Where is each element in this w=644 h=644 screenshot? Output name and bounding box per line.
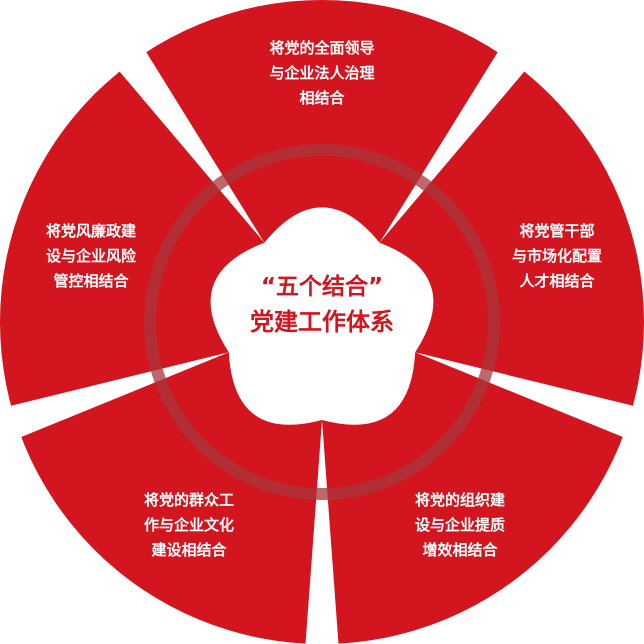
segment-label-right: 将党管干部 与市场化配置 人才相结合 bbox=[511, 222, 602, 290]
center-title: “五个结合” 党建工作体系 bbox=[202, 270, 442, 340]
segment-label-left: 将党风廉政建 设与企业风险 管控相结合 bbox=[45, 222, 136, 290]
overlap-ring bbox=[144, 144, 500, 500]
segment-label-bottom-right: 将党的组织建 设与企业提质 增效相结合 bbox=[414, 491, 505, 559]
segment-bottom-right bbox=[322, 352, 640, 644]
segment-left bbox=[0, 57, 265, 410]
center-title-line-1: “五个结合” bbox=[260, 274, 384, 300]
segment-label-bottom-left: 将党的群众工 作与企业文化 建设相结合 bbox=[143, 491, 234, 559]
segment-right bbox=[379, 57, 644, 410]
segment-bottom-left bbox=[4, 352, 322, 644]
segment-label-top: 将党的全面领导 与企业法人治理 相结合 bbox=[269, 39, 375, 107]
center-title-line-2: 党建工作体系 bbox=[250, 308, 394, 336]
